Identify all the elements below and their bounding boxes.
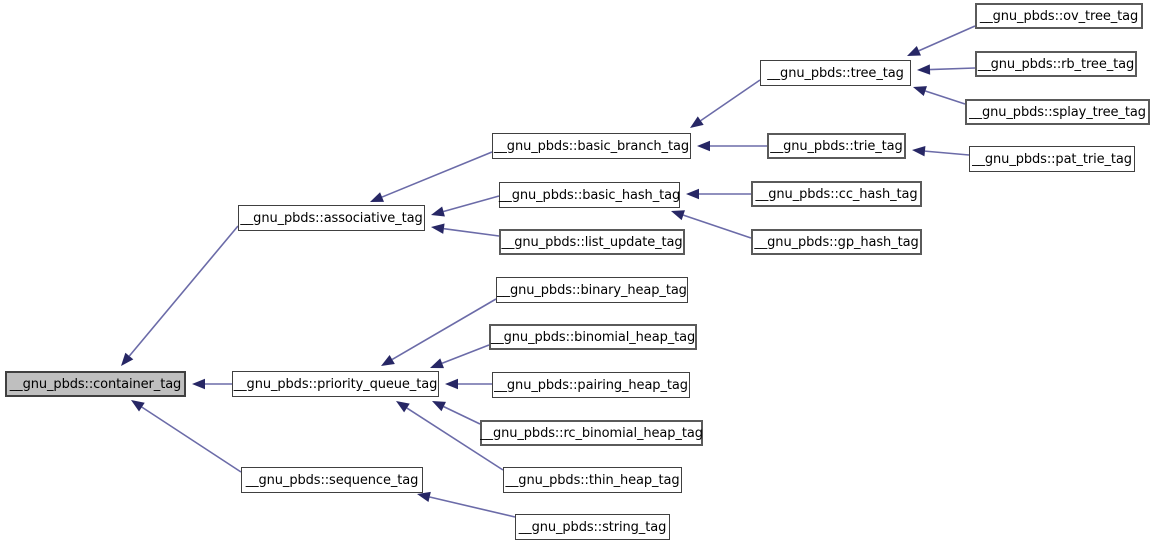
node-label: __gnu_pbds::binary_heap_tag bbox=[497, 282, 687, 298]
inheritance-edge bbox=[431, 195, 500, 217]
node-label: __gnu_pbds::priority_queue_tag bbox=[233, 376, 438, 392]
node-binomial_heap_tag[interactable]: __gnu_pbds::binomial_heap_tag bbox=[489, 324, 697, 350]
inheritance-edge bbox=[431, 223, 500, 237]
node-basic_hash_tag[interactable]: __gnu_pbds::basic_hash_tag bbox=[499, 182, 680, 208]
inheritance-edge bbox=[686, 188, 751, 200]
inheritance-edge bbox=[131, 400, 242, 473]
node-label: __gnu_pbds::basic_branch_tag bbox=[494, 138, 689, 154]
node-cc_hash_tag[interactable]: __gnu_pbds::cc_hash_tag bbox=[751, 181, 922, 207]
node-ov_tree_tag[interactable]: __gnu_pbds::ov_tree_tag bbox=[975, 3, 1143, 29]
inheritance-edge bbox=[121, 225, 239, 366]
inheritance-edge bbox=[396, 401, 504, 471]
node-associative_tag[interactable]: __gnu_pbds::associative_tag bbox=[238, 205, 425, 231]
node-sequence_tag[interactable]: __gnu_pbds::sequence_tag bbox=[241, 467, 423, 493]
node-label: __gnu_pbds::ov_tree_tag bbox=[979, 8, 1139, 24]
inheritance-edge bbox=[697, 140, 767, 152]
node-label: __gnu_pbds::gp_hash_tag bbox=[754, 234, 919, 250]
node-label: __gnu_pbds::rc_binomial_heap_tag bbox=[480, 425, 703, 441]
node-label: __gnu_pbds::basic_hash_tag bbox=[498, 187, 681, 203]
node-label: __gnu_pbds::associative_tag bbox=[240, 210, 423, 226]
node-thin_heap_tag[interactable]: __gnu_pbds::thin_heap_tag bbox=[503, 467, 682, 493]
node-label: __gnu_pbds::tree_tag bbox=[767, 65, 904, 81]
inheritance-edge bbox=[417, 491, 516, 518]
inheritance-edge bbox=[690, 79, 761, 128]
inheritance-edge bbox=[917, 64, 976, 75]
node-label: __gnu_pbds::container_tag bbox=[9, 376, 182, 392]
node-priority_queue_tag[interactable]: __gnu_pbds::priority_queue_tag bbox=[232, 371, 439, 397]
node-label: __gnu_pbds::sequence_tag bbox=[245, 472, 419, 488]
node-label: __gnu_pbds::pairing_heap_tag bbox=[494, 377, 688, 393]
node-splay_tree_tag[interactable]: __gnu_pbds::splay_tree_tag bbox=[965, 99, 1150, 125]
node-basic_branch_tag[interactable]: __gnu_pbds::basic_branch_tag bbox=[492, 133, 691, 159]
inheritance-edge bbox=[430, 344, 490, 369]
inheritance-edge bbox=[913, 86, 966, 105]
inheritance-edge bbox=[370, 151, 493, 202]
node-gp_hash_tag[interactable]: __gnu_pbds::gp_hash_tag bbox=[751, 229, 922, 255]
inheritance-edge bbox=[445, 378, 492, 390]
node-rb_tree_tag[interactable]: __gnu_pbds::rb_tree_tag bbox=[975, 51, 1137, 77]
inheritance-edge bbox=[912, 145, 970, 157]
node-tree_tag[interactable]: __gnu_pbds::tree_tag bbox=[760, 60, 911, 86]
node-pat_trie_tag[interactable]: __gnu_pbds::pat_trie_tag bbox=[969, 146, 1135, 172]
node-label: __gnu_pbds::trie_tag bbox=[770, 138, 903, 154]
node-string_tag[interactable]: __gnu_pbds::string_tag bbox=[515, 514, 670, 540]
inheritance-edge bbox=[381, 298, 497, 366]
node-label: __gnu_pbds::string_tag bbox=[518, 519, 667, 535]
node-label: __gnu_pbds::list_update_tag bbox=[501, 234, 683, 250]
node-container_tag[interactable]: __gnu_pbds::container_tag bbox=[5, 371, 186, 397]
node-label: __gnu_pbds::pat_trie_tag bbox=[972, 151, 1132, 167]
node-label: __gnu_pbds::splay_tree_tag bbox=[969, 104, 1146, 120]
node-label: __gnu_pbds::rb_tree_tag bbox=[977, 56, 1135, 72]
node-rc_binomial_heap_tag[interactable]: __gnu_pbds::rc_binomial_heap_tag bbox=[480, 420, 703, 446]
node-label: __gnu_pbds::binomial_heap_tag bbox=[490, 329, 696, 345]
node-label: __gnu_pbds::thin_heap_tag bbox=[505, 472, 680, 488]
node-binary_heap_tag[interactable]: __gnu_pbds::binary_heap_tag bbox=[496, 277, 688, 303]
node-list_update_tag[interactable]: __gnu_pbds::list_update_tag bbox=[499, 229, 685, 255]
node-label: __gnu_pbds::cc_hash_tag bbox=[755, 186, 918, 202]
inheritance-edge bbox=[432, 401, 481, 425]
node-trie_tag[interactable]: __gnu_pbds::trie_tag bbox=[767, 133, 906, 159]
inheritance-edge bbox=[671, 210, 752, 239]
inheritance-edge bbox=[192, 378, 232, 390]
inheritance-edge bbox=[907, 25, 976, 56]
node-pairing_heap_tag[interactable]: __gnu_pbds::pairing_heap_tag bbox=[492, 372, 690, 398]
